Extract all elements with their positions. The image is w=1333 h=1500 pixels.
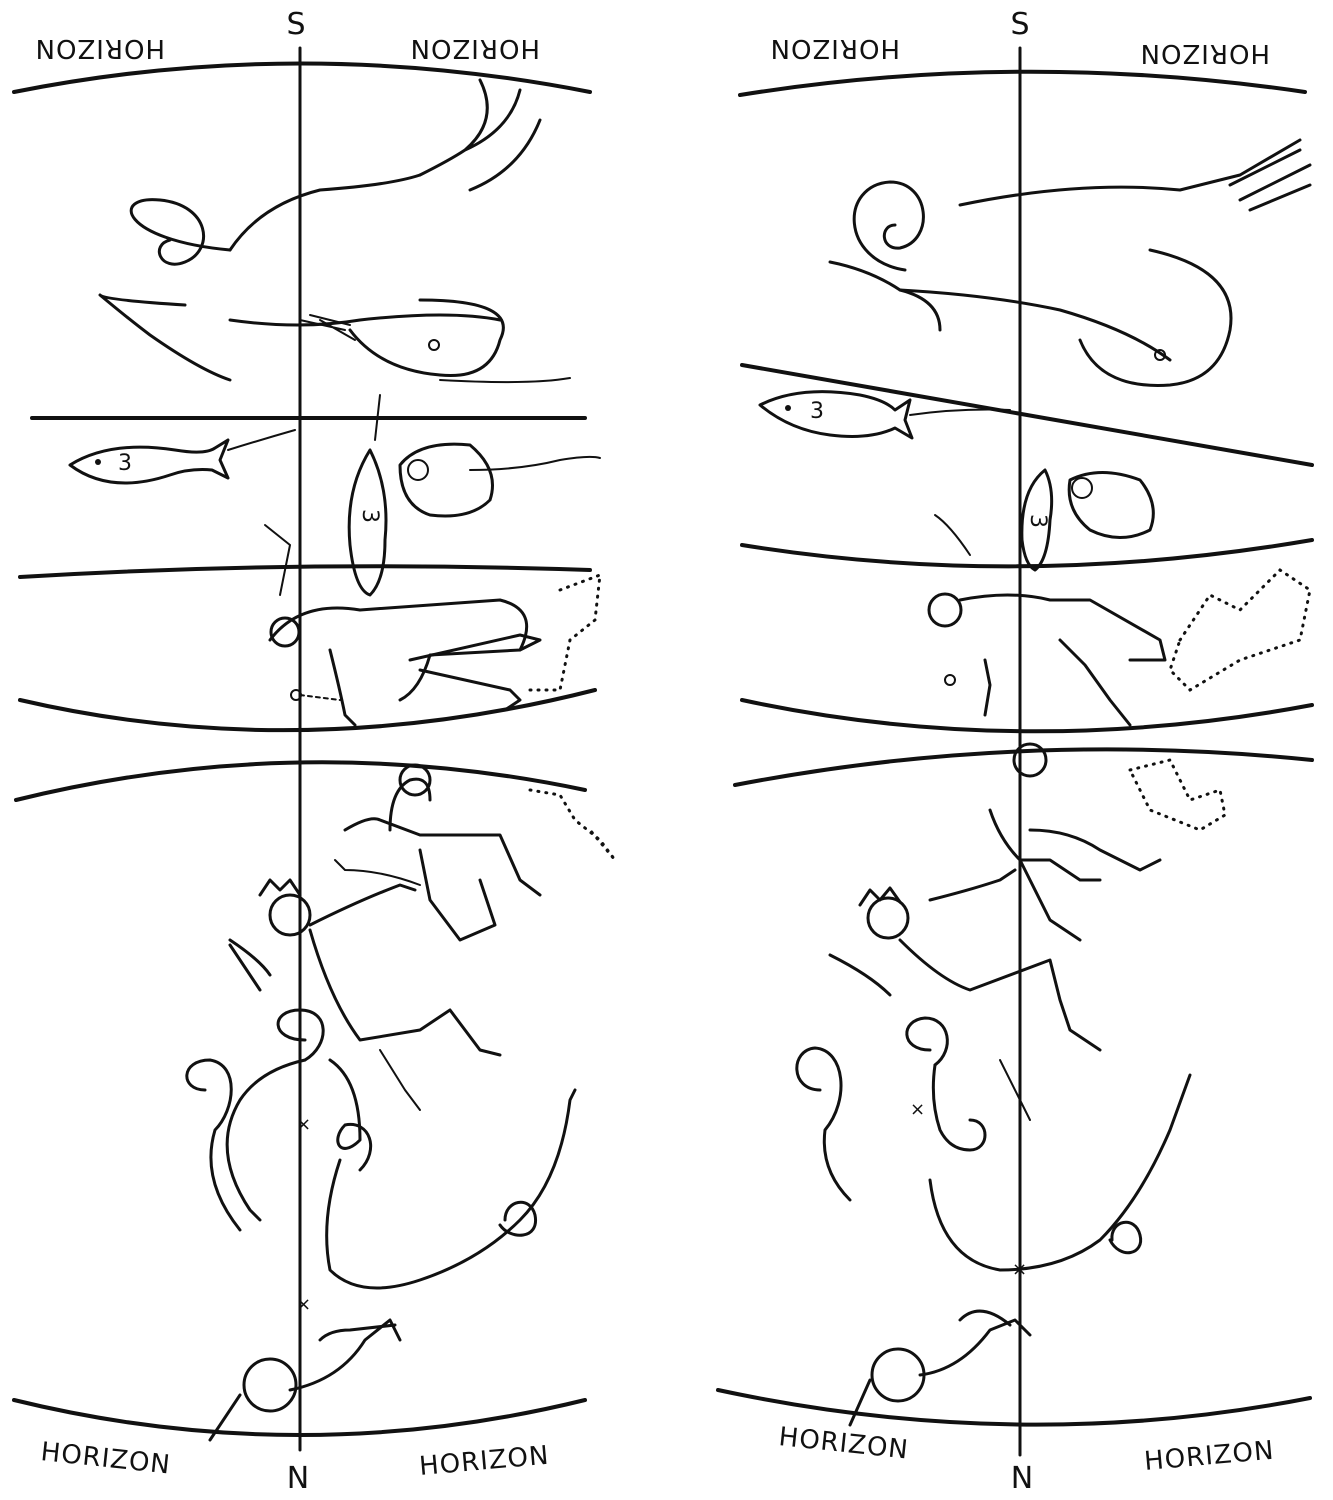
left-bottom-pole-label: N [287, 1461, 309, 1496]
right-fish-horizontal-mark: 3 [810, 399, 824, 424]
right-band-3 [740, 698, 1314, 734]
right-bottom-pole-label: N [1011, 1461, 1033, 1496]
right-dotted-outline-2 [1127, 758, 1227, 832]
right-top-horizon-label-right: HORIZON [1140, 38, 1270, 68]
left-bottom-horizon-line [12, 1398, 587, 1437]
right-top-horizon-label-left: HORIZON [770, 33, 900, 63]
left-fish-horizontal-mark: 3 [118, 451, 132, 476]
left-pole-star-mark-1: × [296, 1114, 311, 1135]
left-pole-star-mark-2: × [296, 1294, 311, 1315]
right-bottom-horizon-label-right: HORIZON [1143, 1436, 1276, 1477]
right-panel: HORIZON HORIZON S HORIZON HORIZON N 3 [716, 7, 1314, 1496]
right-dotted-outline-1 [1168, 568, 1312, 692]
left-dotted-outline-1 [528, 572, 602, 692]
right-band-2 [740, 538, 1314, 569]
right-bottom-horizon-label-left: HORIZON [777, 1422, 910, 1465]
left-andromeda-figure [264, 524, 542, 727]
right-bottom-horizon-line [716, 1388, 1312, 1427]
right-ram-figure [1067, 471, 1155, 539]
right-top-pole-label: S [1010, 7, 1029, 42]
left-band-3 [18, 688, 597, 733]
left-panel: HORIZON HORIZON S HORIZON HORIZON N [12, 7, 617, 1496]
left-sea-monster-figure [98, 78, 571, 384]
left-top-horizon-line [12, 61, 592, 94]
left-cepheus-figure [228, 878, 502, 1111]
left-top-horizon-label-right: HORIZON [410, 33, 540, 63]
left-fish-vertical: 3 [347, 394, 388, 597]
left-top-horizon-label-left: HORIZON [35, 33, 165, 63]
left-fish-horizontal: 3 [68, 429, 296, 485]
right-fish-vertical-mark: 3 [1025, 514, 1050, 528]
left-bottom-horizon-label-right: HORIZON [418, 1441, 551, 1482]
right-cassiopeia-figure [988, 742, 1162, 942]
left-dotted-outline-2 [528, 788, 617, 861]
left-band-4 [14, 760, 587, 802]
right-band-4 [733, 747, 1314, 787]
right-sea-monster-figure [828, 138, 1312, 387]
right-pole-star-mark-2: × [1012, 1259, 1027, 1280]
left-fish-vertical-mark: 3 [357, 509, 382, 523]
right-pole-star-mark-1: × [910, 1099, 925, 1120]
left-hercules-figure [208, 1318, 402, 1442]
right-hercules-figure [848, 1309, 1032, 1427]
right-cepheus-figure [828, 868, 1102, 1121]
right-band-1 [740, 363, 1314, 467]
left-bottom-horizon-label-left: HORIZON [39, 1437, 172, 1480]
right-fish-horizontal: 3 [758, 390, 1011, 440]
left-band-2 [18, 564, 592, 579]
right-draco-figure: × × [795, 1016, 1192, 1280]
left-ram-figure [398, 442, 601, 518]
right-andromeda-figure [927, 514, 1167, 727]
left-top-pole-label: S [286, 7, 305, 42]
left-cassiopeia-figure [334, 763, 542, 942]
left-draco-figure: × × [185, 1008, 577, 1315]
right-fish-vertical: 3 [1020, 468, 1054, 572]
right-top-horizon-line [738, 69, 1307, 97]
